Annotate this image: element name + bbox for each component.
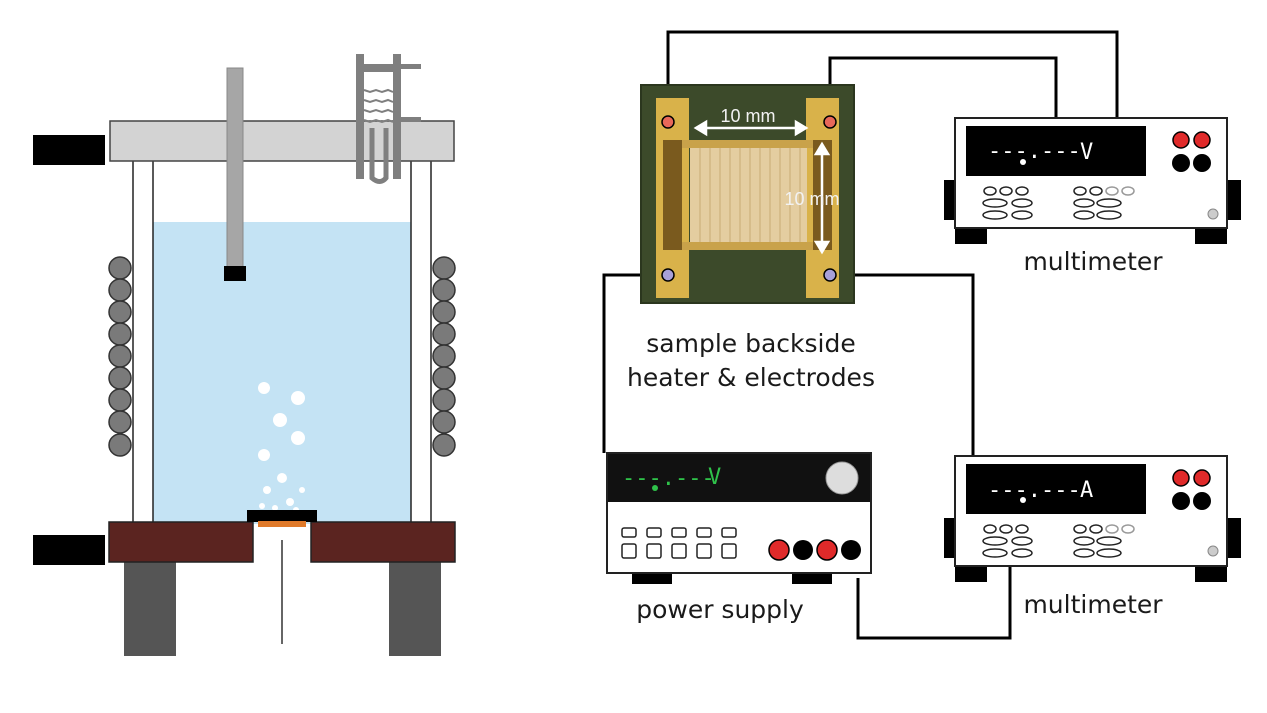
multimeter-current-reading: ---.--- [988, 478, 1081, 503]
wire-sample-to-ammeter [830, 273, 975, 457]
bottom-clamp-tab [33, 535, 105, 565]
wire-power-to-ammeter [856, 565, 1012, 640]
left-leg [124, 560, 176, 656]
ps-terminal-black-2 [841, 540, 861, 560]
terminal-red-1 [1172, 131, 1190, 149]
multimeter-voltage-display [966, 126, 1146, 176]
terminal-black-4 [1193, 492, 1211, 510]
boiling-chamber [33, 54, 456, 656]
power-supply-reading: ---.--- [622, 466, 715, 491]
vapor-bubbles [258, 382, 305, 513]
power-supply: ---.--- V [606, 452, 872, 584]
base-plate [108, 521, 456, 563]
power-supply-label: power supply [636, 595, 804, 624]
multimeter-current-unit: A [1080, 478, 1093, 503]
power-knob [825, 461, 859, 495]
sample-label-line1: sample backside [646, 329, 855, 358]
terminal-black-2 [1193, 154, 1211, 172]
right-leg [389, 560, 441, 656]
sample-label-line2: heater & electrodes [627, 363, 875, 392]
contact-bottom-right [823, 268, 837, 282]
multimeter-bottom-label: multimeter [1023, 590, 1163, 619]
multimeter-current-display [966, 464, 1146, 514]
multimeter-top-label: multimeter [1023, 247, 1163, 276]
sample-chip: 10 mm 10 mm [640, 84, 855, 304]
ps-terminal-red-1 [768, 539, 790, 561]
sample-heater [258, 521, 306, 527]
multimeter-voltage-reading: ---.--- [988, 139, 1081, 164]
contact-top-right [823, 115, 837, 129]
contact-top-left [661, 115, 675, 129]
temperature-probe [226, 67, 244, 269]
top-lid [109, 120, 455, 162]
terminal-red-3 [1172, 469, 1190, 487]
terminal-red-2 [1193, 131, 1211, 149]
top-clamp-tab [33, 135, 105, 165]
terminal-black-3 [1172, 492, 1190, 510]
terminal-black-1 [1172, 154, 1190, 172]
height-dimension-label: 10 mm [784, 189, 839, 209]
multimeter-voltage-unit: V [1080, 140, 1093, 165]
multimeter-current: ---.--- A [944, 455, 1241, 582]
wire-top-right-to-multimeter [828, 56, 1058, 120]
multimeter-voltage: ---.--- V [944, 117, 1241, 244]
power-supply-unit: V [708, 465, 721, 490]
terminal-red-4 [1193, 469, 1211, 487]
contact-bottom-left [661, 268, 675, 282]
probe-tip [224, 266, 246, 281]
left-heating-coil [108, 256, 132, 457]
condenser [356, 54, 421, 184]
wire-top-left-to-multimeter [666, 30, 1119, 120]
ps-terminal-red-2 [816, 539, 838, 561]
sample-holder [247, 510, 317, 522]
width-dimension-label: 10 mm [720, 106, 775, 126]
ps-terminal-black-1 [793, 540, 813, 560]
right-wall [410, 159, 432, 525]
left-wall [132, 159, 154, 525]
right-heating-coil [432, 256, 456, 457]
